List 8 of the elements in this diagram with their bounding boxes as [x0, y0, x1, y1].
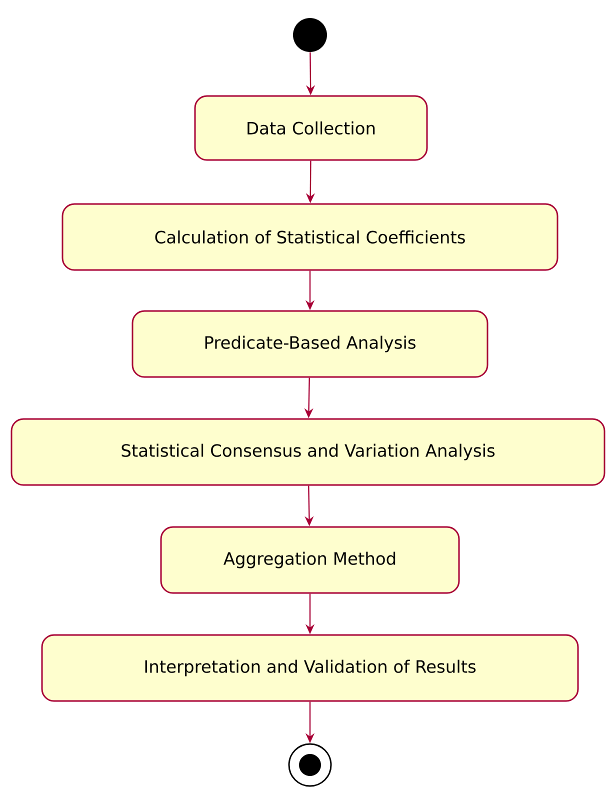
activity-box: Data Collection — [194, 95, 428, 161]
start-circle — [293, 18, 327, 52]
end-circle — [288, 743, 332, 787]
activity-box: Statistical Consensus and Variation Analysis — [10, 418, 606, 486]
activity-box: Calculation of Statistical Coefficients — [62, 203, 558, 271]
activity-box: Interpretation and Validation of Results — [41, 634, 579, 702]
activity-box: Predicate-Based Analysis — [132, 310, 488, 378]
activity-box: Aggregation Method — [160, 526, 460, 594]
